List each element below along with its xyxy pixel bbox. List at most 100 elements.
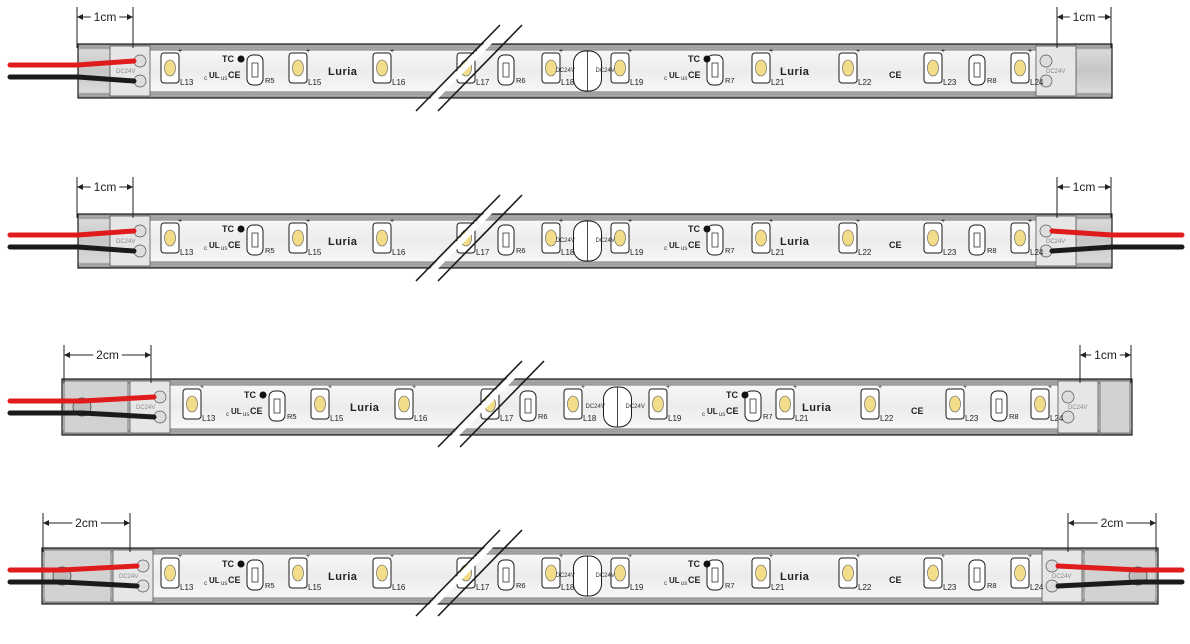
led-chip [376, 229, 388, 247]
resistor: R5 [246, 54, 275, 86]
led: +L15 [288, 553, 322, 592]
ul-mark: UL [669, 71, 680, 80]
led-plus: + [769, 218, 773, 225]
brand-logo: Luria [328, 236, 358, 248]
resistor-body [749, 398, 757, 414]
ce-mark: CE [889, 240, 902, 250]
dimension-label: 1cm [1073, 180, 1096, 194]
resistor-body [251, 567, 259, 583]
led-label: L22 [858, 78, 872, 87]
ul-prefix: c [204, 581, 207, 587]
arrow-head [127, 184, 133, 190]
resistor-body [251, 62, 259, 78]
led-plus: + [856, 553, 860, 560]
solder-pad-right [1035, 45, 1077, 97]
voltage-label: DC24V [119, 574, 138, 580]
led-label: L19 [630, 248, 644, 257]
led-label: L18 [561, 248, 575, 257]
red-wire-right [1055, 563, 1185, 573]
led-chip [614, 229, 626, 247]
led-plus: + [306, 48, 310, 55]
break-line [415, 194, 501, 282]
led-label: L24 [1030, 583, 1044, 592]
led-chip [1014, 59, 1026, 77]
dimension-label-bg [1069, 9, 1099, 23]
arrow-head [77, 14, 83, 20]
led-chip [292, 229, 304, 247]
solder-pad-right [1035, 215, 1077, 267]
resistor-body [711, 62, 719, 78]
black-wire-left [7, 244, 137, 254]
tc-label: TC [688, 224, 700, 234]
ce-mark: CE [688, 575, 701, 585]
led-label: L13 [202, 414, 216, 423]
solder-pad-right [1041, 549, 1083, 603]
led: +L23 [923, 48, 957, 87]
ul-suffix: us [221, 246, 227, 252]
led-label: L23 [943, 583, 957, 592]
resistor: R5 [246, 559, 275, 591]
led-chip [314, 395, 326, 413]
break-line [437, 529, 523, 617]
led-plus: + [856, 48, 860, 55]
led-label: L23 [965, 414, 979, 423]
ul-prefix: c [664, 246, 667, 252]
break-gap [418, 530, 510, 616]
led: +L18 [541, 218, 575, 257]
led-plus: + [178, 553, 182, 560]
resistor-label: R5 [265, 76, 275, 85]
led: +L22 [838, 553, 872, 592]
resistor: R6 [519, 390, 548, 422]
resistor-body [251, 232, 259, 248]
break-gap [418, 25, 510, 111]
led: +L23 [923, 218, 957, 257]
arrow-head [77, 184, 83, 190]
led-chip [927, 59, 939, 77]
end-cap-right [1099, 380, 1131, 434]
led-label: L21 [771, 78, 785, 87]
led-plus: + [306, 218, 310, 225]
led-label: L22 [880, 414, 894, 423]
tc-dot [703, 225, 711, 233]
arrow-head [145, 352, 151, 358]
ul-mark: UL [231, 407, 242, 416]
red-wire-right [1049, 228, 1185, 238]
resistor: R7 [706, 559, 735, 591]
resistor: R7 [744, 390, 773, 422]
resistor: R8 [968, 224, 997, 256]
led-plus: + [793, 384, 797, 391]
led-label: L23 [943, 248, 957, 257]
led-plus: + [769, 48, 773, 55]
resistor-body [995, 398, 1003, 414]
led-chip [842, 229, 854, 247]
ul-suffix: us [221, 76, 227, 82]
red-wire-left [7, 228, 137, 238]
dimension-label: 1cm [94, 10, 117, 24]
black-wire-right [1049, 244, 1185, 254]
black-wire-left [7, 74, 137, 84]
ul-mark: UL [209, 71, 220, 80]
dimension-label-bg [90, 179, 120, 193]
led-label: L13 [180, 583, 194, 592]
red-wire-left [7, 394, 157, 404]
resistor-label: R6 [516, 246, 526, 255]
led-label: L24 [1050, 414, 1064, 423]
voltage-label: DC24V [1052, 574, 1071, 580]
led-label: L18 [583, 414, 597, 423]
resistor: R6 [497, 224, 526, 256]
led-label: L21 [771, 583, 785, 592]
dimension-label-bg [93, 347, 122, 361]
arrow-head [1105, 184, 1111, 190]
resistor-body [973, 62, 981, 78]
arrow-head [1057, 184, 1063, 190]
led-chip [545, 229, 557, 247]
resistor: R6 [497, 54, 526, 86]
tc-dot [741, 391, 749, 399]
led-chip [652, 395, 664, 413]
led: +L18 [541, 553, 575, 592]
dimension-label: 1cm [1073, 10, 1096, 24]
led-chip [1014, 229, 1026, 247]
ce-mark: CE [889, 70, 902, 80]
resistor-label: R8 [987, 246, 997, 255]
led-chip [755, 59, 767, 77]
